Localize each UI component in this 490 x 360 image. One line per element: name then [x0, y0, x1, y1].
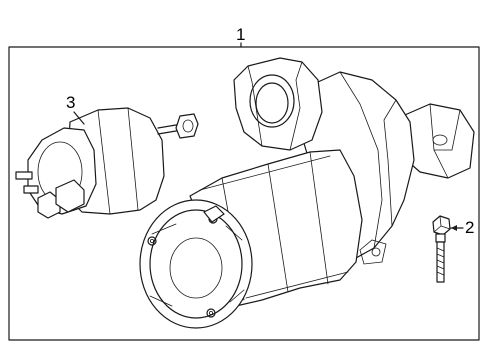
callout-2: 2	[465, 218, 474, 237]
callout-3-leader	[73, 111, 85, 125]
assembly-frame	[8, 46, 480, 341]
starter-motor	[139, 57, 475, 329]
callout-1: 1	[236, 25, 245, 44]
mounting-bolt	[432, 215, 451, 283]
solenoid	[15, 107, 199, 219]
callout-2-arrowhead	[451, 225, 457, 231]
callout-3: 3	[66, 93, 75, 112]
